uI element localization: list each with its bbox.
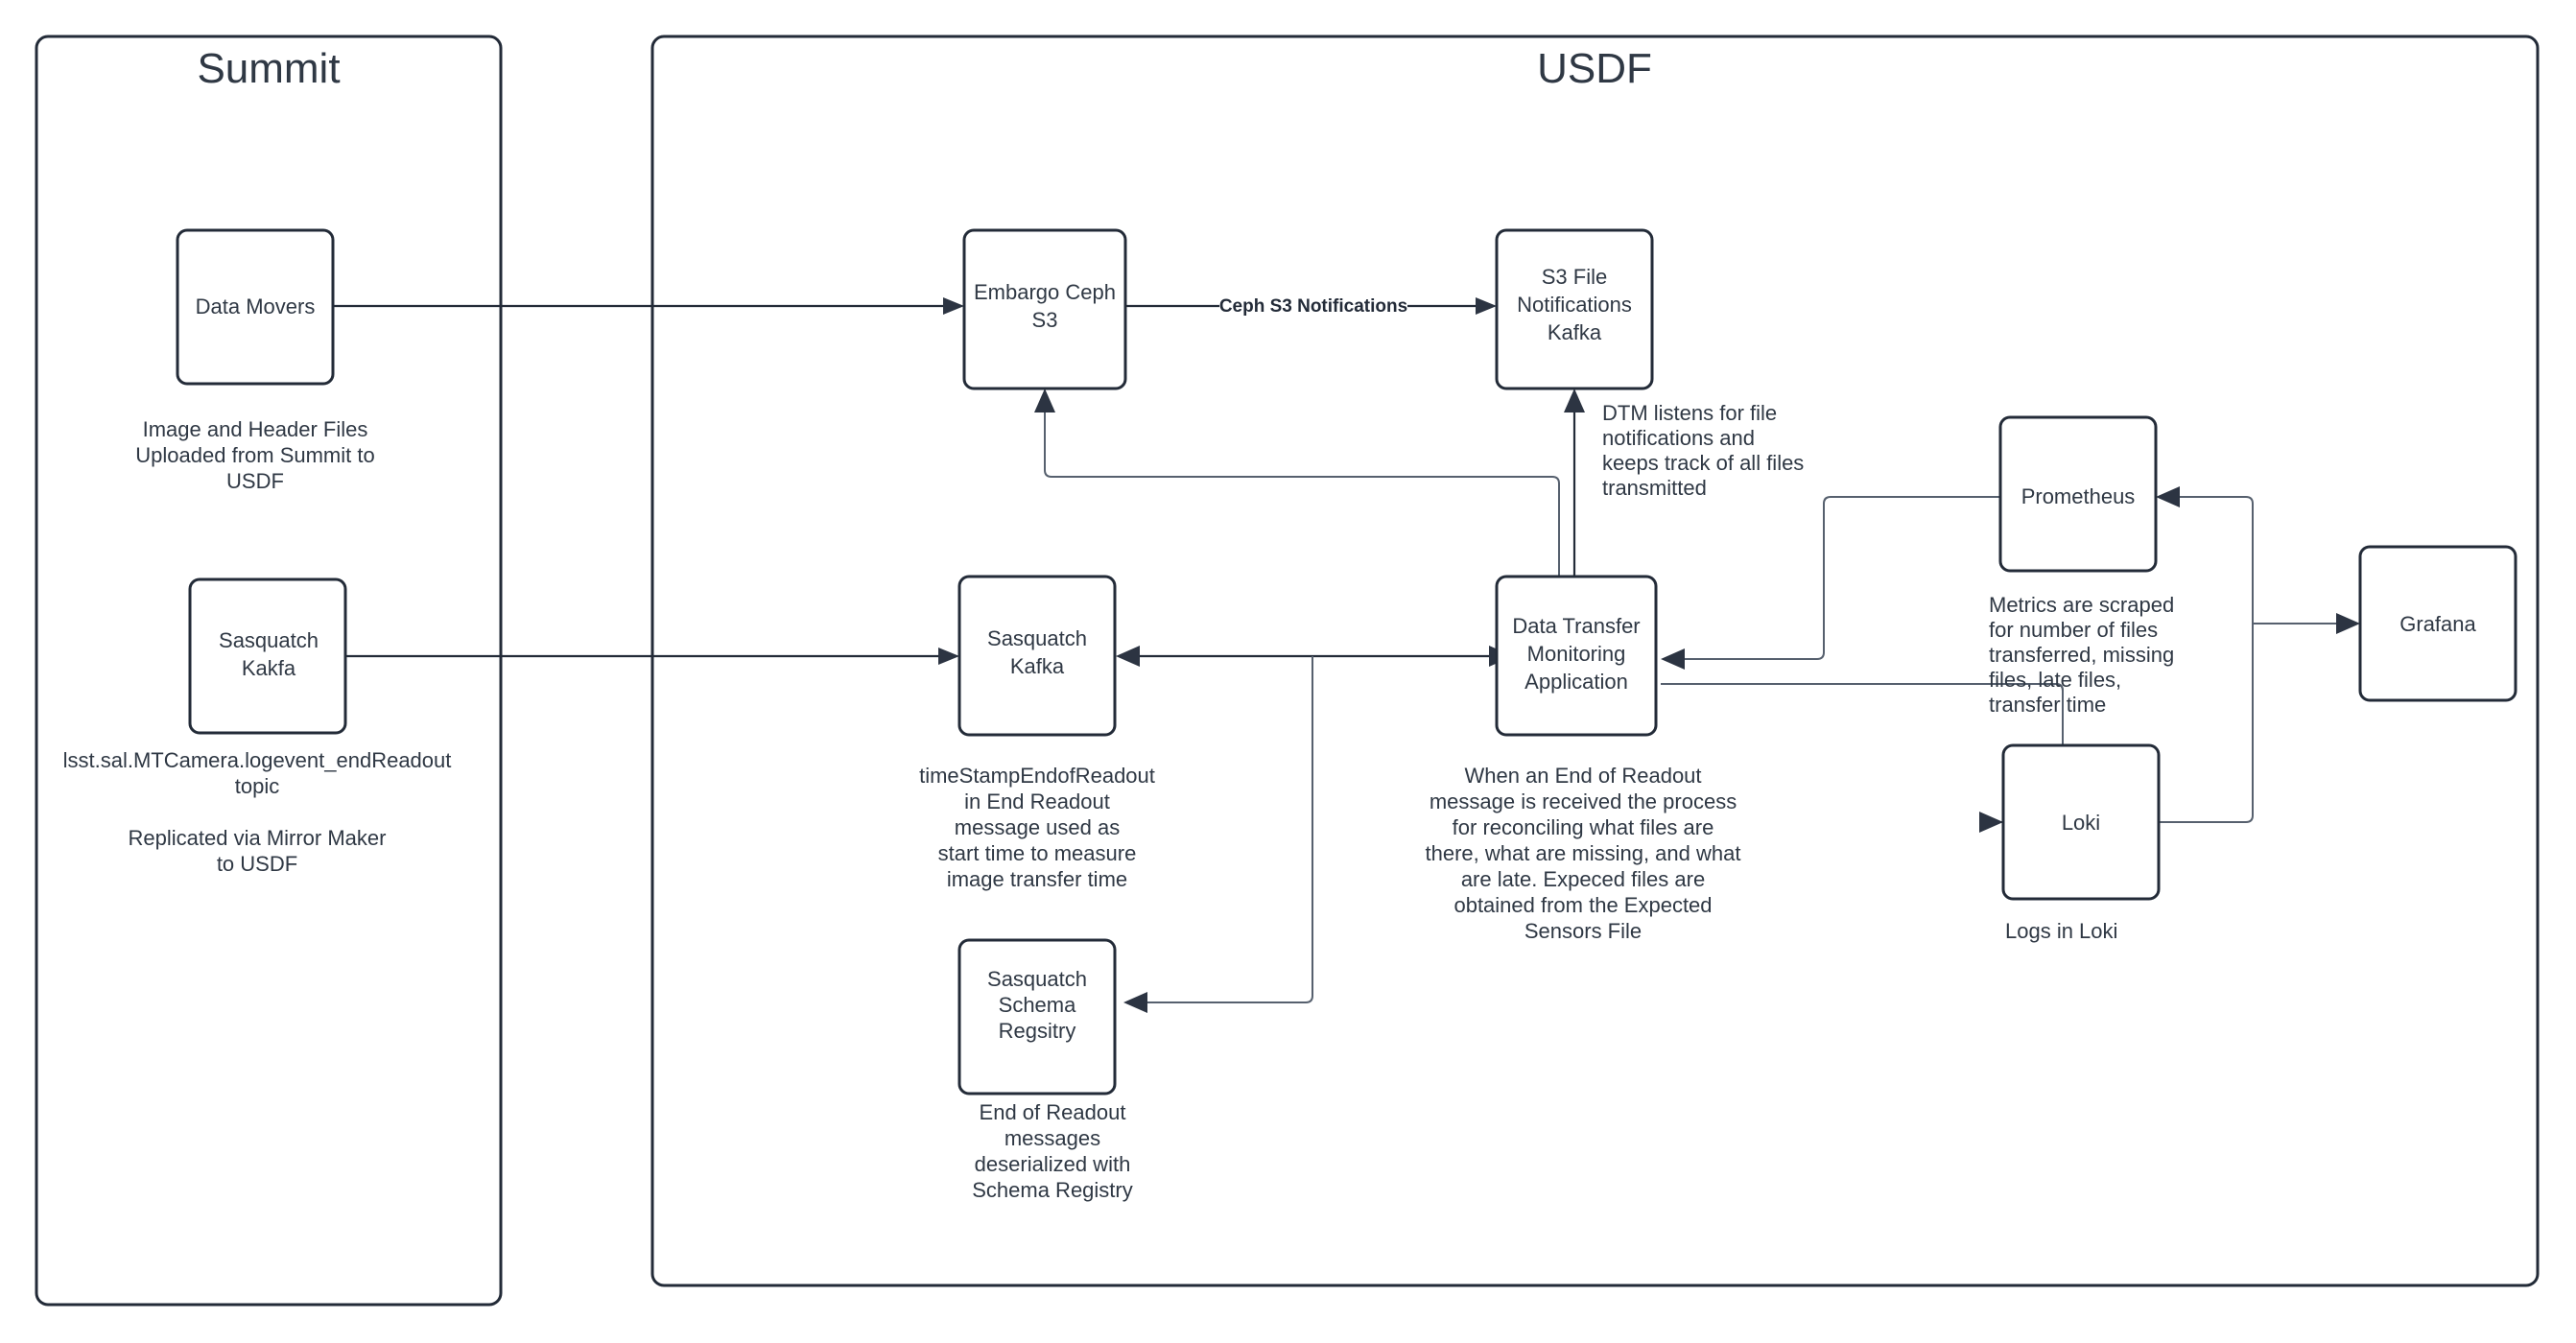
node-sasquatch-kafka-usdf-box[interactable] [957, 575, 1117, 737]
caption-line: there, what are missing, and what [1426, 841, 1741, 865]
edge-prometheus-to-dtm [1661, 496, 2000, 670]
caption-line: for number of files [1989, 618, 2158, 642]
caption-line: transferred, missing [1989, 643, 2174, 667]
node-sasquatch-kafka-usdf[interactable]: Sasquatch Kafka [957, 575, 1117, 737]
edge-dtm-to-schema-registry [1123, 656, 1313, 1013]
caption-line: notifications and [1602, 426, 1755, 450]
node-schema-registry-label: Sasquatch [987, 967, 1087, 991]
edge-data-movers-to-embargo-ceph [333, 297, 964, 315]
node-dtm-label: Monitoring [1527, 642, 1626, 666]
edge-label-ceph-s3-notifications: Ceph S3 Notifications [1219, 296, 1407, 317]
caption-line: transmitted [1602, 476, 1707, 500]
caption-line: start time to measure [938, 841, 1137, 865]
node-data-transfer-monitoring-application[interactable]: Data Transfer Monitoring Application [1495, 575, 1658, 737]
node-loki-box[interactable] [2001, 743, 2161, 901]
caption-loki: Logs in Loki [2005, 919, 2117, 943]
caption-prometheus: Metrics are scraped for number of files … [1989, 593, 2174, 717]
node-data-movers-label: Data Movers [196, 295, 316, 318]
caption-line: are late. Expeced files are [1461, 867, 1705, 891]
edge-label-backdrop [1219, 294, 1407, 318]
caption-line: for reconciling what files are [1453, 815, 1714, 839]
caption-data-transfer-monitoring-application: When an End of Readout message is receiv… [1426, 764, 1741, 943]
caption-line: Logs in Loki [2005, 919, 2117, 943]
caption-line: message used as [955, 815, 1120, 839]
node-grafana-box[interactable] [2358, 545, 2517, 702]
caption-line: keeps track of all files [1602, 451, 1804, 475]
edge-to-grafana [2253, 613, 2360, 634]
edge-embargo-ceph-to-s3-notifications: Ceph S3 Notifications [1124, 294, 1497, 318]
caption-line: topic [235, 774, 279, 798]
node-schema-registry-label: Regsitry [999, 1019, 1076, 1043]
caption-sasquatch-kafka-usdf: timeStampEndofReadout in End Readout mes… [919, 764, 1155, 891]
caption-line: obtained from the Expected [1453, 893, 1712, 917]
node-s3-file-notifications-kafka-label: Kafka [1548, 320, 1602, 344]
node-s3-file-notifications-kafka[interactable]: S3 File Notifications Kafka [1495, 228, 1654, 390]
edge-dtm-to-embargo-ceph [1034, 389, 1560, 576]
node-embargo-ceph-s3-label: Embargo Ceph [974, 280, 1116, 304]
caption-line: message is received the process [1430, 789, 1737, 813]
node-embargo-ceph-s3-box[interactable] [962, 228, 1127, 390]
caption-line: Metrics are scraped [1989, 593, 2174, 617]
node-embargo-ceph-s3-label: S3 [1032, 308, 1058, 332]
node-data-movers-box[interactable] [176, 228, 335, 386]
caption-dtm-listens: DTM listens for file notifications and k… [1602, 401, 1804, 500]
caption-line: transfer time [1989, 693, 2106, 717]
node-s3-file-notifications-kafka-label: S3 File [1542, 265, 1607, 289]
caption-line: End of Readout [980, 1100, 1126, 1124]
caption-line: Sensors File [1524, 919, 1642, 943]
node-data-movers[interactable]: Data Movers [176, 228, 335, 386]
node-grafana-label: Grafana [2399, 612, 2476, 636]
caption-line: lsst.sal.MTCamera.logevent_endReadout [63, 748, 452, 772]
caption-line: in End Readout [964, 789, 1110, 813]
node-loki[interactable]: Loki [2001, 743, 2161, 901]
caption-line: files, late files, [1989, 668, 2121, 692]
node-sasquatch-kafka-summit[interactable]: Sasquatch Kakfa [188, 577, 347, 735]
caption-line: messages [1004, 1126, 1100, 1150]
node-sasquatch-schema-registry-box[interactable] [957, 938, 1117, 1096]
caption-line: image transfer time [947, 867, 1127, 891]
node-prometheus[interactable]: Prometheus [1998, 415, 2158, 573]
node-data-transfer-monitoring-application-box[interactable] [1495, 575, 1658, 737]
node-dtm-label: Data Transfer [1512, 614, 1640, 638]
caption-line: timeStampEndofReadout [919, 764, 1155, 788]
caption-line: When an End of Readout [1464, 764, 1701, 788]
caption-line: DTM listens for file [1602, 401, 1777, 425]
caption-line: Image and Header Files [143, 417, 368, 441]
container-summit-title: Summit [197, 45, 340, 92]
caption-line: deserialized with [975, 1152, 1131, 1176]
node-schema-registry-label: Schema [999, 993, 1076, 1017]
container-usdf-title: USDF [1537, 45, 1652, 92]
node-prometheus-box[interactable] [1998, 415, 2158, 573]
caption-line: Schema Registry [972, 1178, 1133, 1202]
node-s3-file-notifications-kafka-label: Notifications [1517, 293, 1632, 317]
edge-loki-to-prometheus [2156, 486, 2254, 823]
edge-sasquatch-summit-to-sasquatch-usdf [345, 648, 959, 665]
node-sasquatch-kafka-usdf-label: Sasquatch [987, 626, 1087, 650]
caption-line: USDF [226, 469, 284, 493]
node-prometheus-label: Prometheus [2021, 484, 2136, 508]
node-sasquatch-kafka-summit-label: Kakfa [242, 656, 296, 680]
node-s3-file-notifications-kafka-box[interactable] [1495, 228, 1654, 390]
node-sasquatch-kafka-summit-label: Sasquatch [219, 628, 319, 652]
node-sasquatch-schema-registry[interactable]: Sasquatch Schema Regsitry [957, 938, 1117, 1096]
edge-dtm-to-s3-notifications [1564, 389, 1585, 576]
node-grafana[interactable]: Grafana [2358, 545, 2517, 702]
caption-schema-registry: End of Readout messages deserialized wit… [972, 1100, 1133, 1202]
caption-sasquatch-kafka-summit: lsst.sal.MTCamera.logevent_endReadout to… [63, 748, 452, 876]
caption-line: Replicated via Mirror Maker [129, 826, 387, 850]
caption-line: Uploaded from Summit to [135, 443, 374, 467]
node-dtm-label: Application [1524, 670, 1628, 694]
caption-data-movers: Image and Header Files Uploaded from Sum… [135, 417, 374, 493]
node-loki-label: Loki [2062, 811, 2100, 835]
node-sasquatch-kafka-summit-box[interactable] [188, 577, 347, 735]
caption-line: to USDF [217, 852, 297, 876]
node-sasquatch-kafka-usdf-label: Kafka [1010, 654, 1065, 678]
node-embargo-ceph-s3[interactable]: Embargo Ceph S3 [962, 228, 1127, 390]
